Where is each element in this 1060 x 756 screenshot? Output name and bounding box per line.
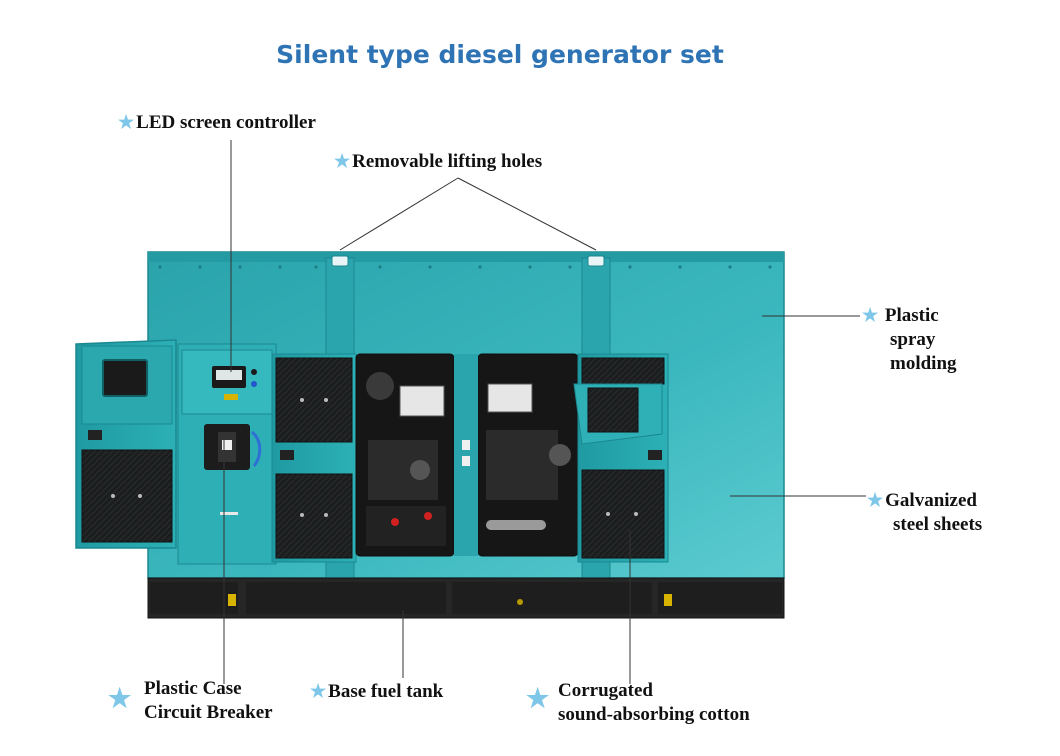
control-panel (177, 343, 277, 565)
lifting-holes-callout: ★Removable lifting holes (334, 149, 542, 174)
cotton-label-2: sound-absorbing cotton (558, 704, 750, 725)
cotton-label-1: Corrugated (558, 680, 653, 701)
star-icon: ★ (118, 112, 135, 132)
leader-lines (223, 140, 866, 684)
led-controller-callout: ★LED screen controller (118, 110, 316, 135)
page-title: Silent type diesel generator set (276, 40, 724, 69)
star-icon: ★ (862, 305, 879, 325)
fuel-tank-label: Base fuel tank (328, 681, 444, 702)
fuel-tank-callout: ★Base fuel tank (310, 679, 443, 704)
star-icon: ★ (867, 490, 884, 510)
plastic-spray-label-2: spray (890, 329, 936, 350)
base-fuel-tank (147, 577, 785, 619)
star-icon: ★ (108, 684, 132, 713)
galvanized-label-1: Galvanized (885, 490, 977, 511)
plastic-spray-callout: ★ Plastic spray molding (862, 303, 957, 376)
star-icon: ★ (310, 681, 327, 701)
plastic-spray-label-3: molding (890, 353, 957, 374)
circuit-breaker-label-1: Plastic Case (144, 678, 242, 699)
star-icon: ★ (526, 684, 550, 713)
cotton-callout: ★ Corrugated sound-absorbing cotton (526, 679, 750, 727)
left-open-door (75, 339, 177, 549)
circuit-breaker-callout: ★ Plastic Case Circuit Breaker (108, 677, 273, 725)
lifting-holes-label: Removable lifting holes (352, 151, 543, 172)
galvanized-label-2: steel sheets (893, 514, 983, 535)
right-engine-doors (573, 353, 669, 563)
galvanized-callout: ★Galvanized steel sheets (867, 488, 982, 537)
circuit-breaker-label-2: Circuit Breaker (144, 702, 273, 723)
plastic-spray-label-1: Plastic (884, 305, 939, 326)
engine-bay (355, 353, 579, 557)
star-icon: ★ (334, 151, 351, 171)
left-engine-doors (271, 353, 357, 563)
led-controller-label: LED screen controller (136, 112, 316, 133)
